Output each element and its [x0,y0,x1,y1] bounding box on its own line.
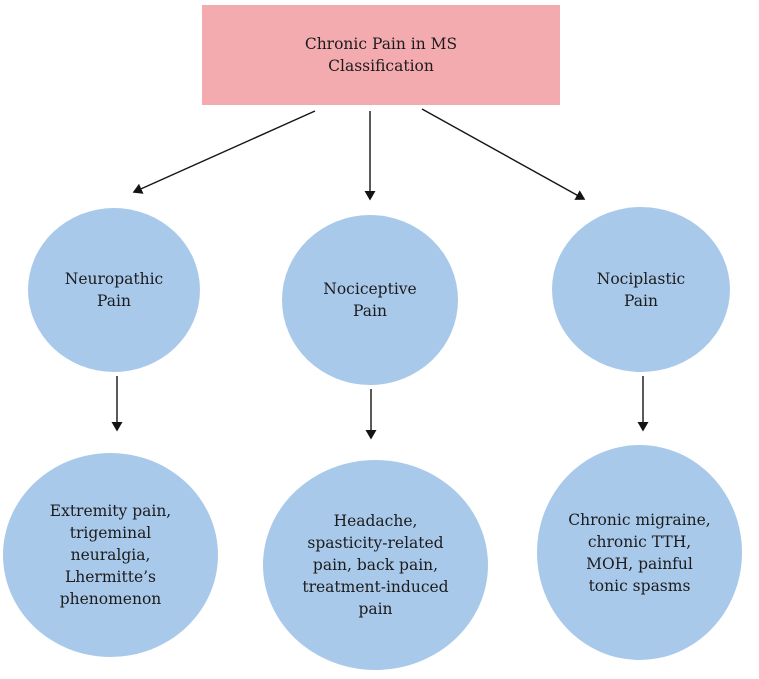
arrow-root-to-neuropathic [132,110,316,194]
category-label: Nociplastic Pain [596,269,686,310]
examples-label: Extremity pain, trigeminal neuralgia, Lh… [49,502,172,608]
root-node-label: Chronic Pain in MS Classification [304,35,458,75]
examples-node-nociplastic-pain: Chronic migraine, chronic TTH, MOH, pain… [537,445,742,660]
examples-label: Chronic migraine, chronic TTH, MOH, pain… [568,510,711,595]
arrow-root-to-nociplastic [421,108,586,200]
examples-node-neuropathic-pain: Extremity pain, trigeminal neuralgia, Lh… [3,453,218,657]
root-node-classification: Chronic Pain in MS Classification [202,5,560,105]
category-label: Nociceptive Pain [323,280,417,320]
category-node-nociplastic-pain: Nociplastic Pain [552,207,730,372]
examples-node-nociceptive-pain: Headache, spasticity-related pain, back … [263,460,488,670]
category-label: Neuropathic Pain [64,270,164,310]
category-node-neuropathic-pain: Neuropathic Pain [28,208,200,372]
category-node-nociceptive-pain: Nociceptive Pain [282,215,458,385]
examples-label: Headache, spasticity-related pain, back … [302,512,449,618]
